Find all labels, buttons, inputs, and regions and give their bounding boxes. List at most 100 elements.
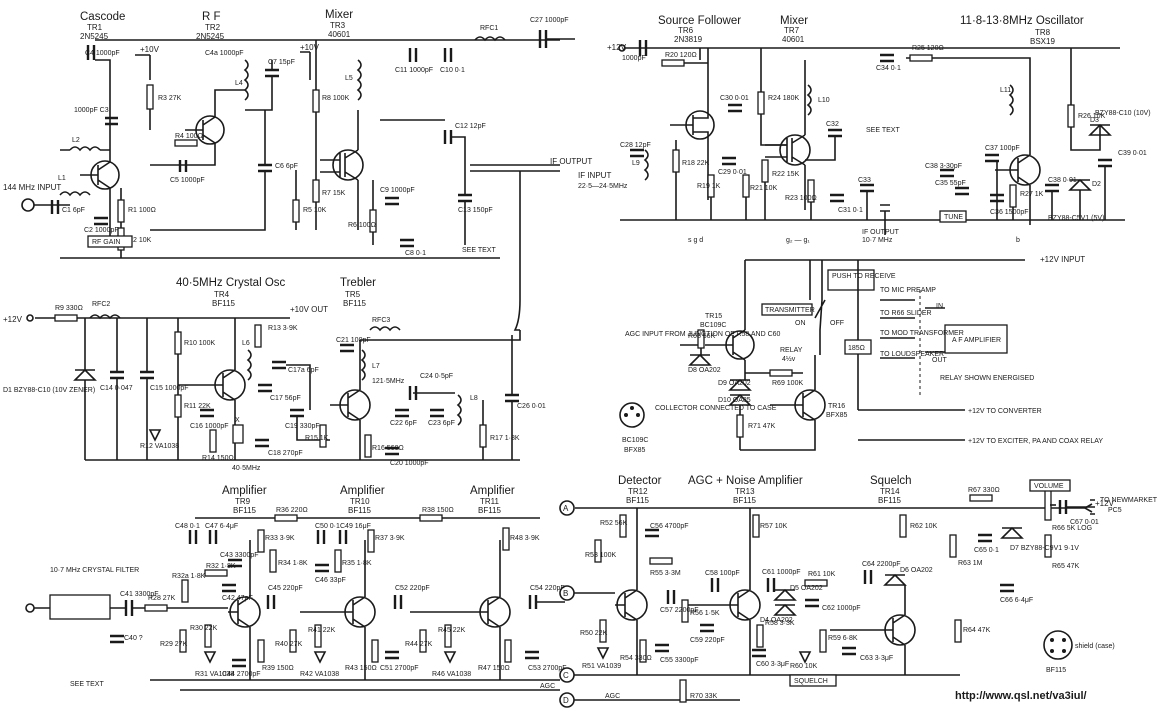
mixer1-title: Mixer (325, 9, 353, 21)
r35-label: R35 1·8K (342, 560, 372, 567)
c21-label: C21 100pF (336, 337, 371, 344)
source-follower-title: Source Follower (658, 15, 741, 27)
oscillator-section: +12V +10V OUT (3, 171, 546, 472)
c65-label: C65 0·1 (974, 547, 999, 554)
d5-diode-icon (773, 588, 797, 601)
tr4-part: BF115 (212, 299, 236, 308)
r28-label: R28 27K (148, 595, 176, 602)
r34-label: R34 1·8K (278, 560, 308, 567)
r57-resistor-icon (752, 514, 760, 538)
c16-capacitor-icon (200, 408, 214, 418)
r17-label: R17 1·8K (490, 435, 520, 442)
af-amp-label: A F AMPLIFIER (952, 337, 1001, 344)
r38-resistor-icon (419, 514, 443, 522)
c60-capacitor-icon (752, 648, 766, 658)
c51-label: C51 2700pF (380, 665, 419, 672)
c17a-label: C17a 6pF (288, 367, 319, 374)
freq-405-label: 40·5MHz (232, 465, 261, 472)
agc-line-label-2: AGC (605, 693, 620, 700)
r22-resistor-icon (761, 159, 769, 183)
c9-capacitor-icon (385, 196, 399, 206)
c31-capacitor-icon (830, 193, 844, 203)
d2-label: BZY88-C5V1 (5V) (1048, 215, 1104, 222)
rfc2-label: RFC2 (92, 301, 110, 308)
r67-resistor-icon (969, 494, 993, 502)
rf-title: R F (202, 11, 221, 23)
c58-label: C58 100pF (705, 570, 740, 577)
r63-label: R63 1M (958, 560, 983, 567)
r15-resistor-icon (319, 424, 327, 448)
c5-label: C5 1000pF (170, 177, 205, 184)
r27-resistor-icon (1009, 184, 1017, 208)
r62-resistor-icon (899, 514, 907, 538)
r51-label: R51 VA1039 (582, 663, 621, 670)
r65-label: R65 47K (1052, 563, 1080, 570)
l11-coil-icon (1008, 84, 1014, 116)
bf115-pinout-icon (1043, 630, 1073, 660)
c41-label: C41 3300pF (120, 591, 159, 598)
c44-label: C44 2700pF (222, 671, 261, 678)
c59-label: C59 220pF (690, 637, 725, 644)
tr10-label: TR10 (350, 497, 370, 506)
c14-capacitor-icon (110, 370, 124, 380)
r39-label: R39 150Ω (262, 665, 294, 672)
r24-label: R24 180K (768, 95, 799, 102)
r30-resistor-icon (204, 624, 212, 648)
c6-capacitor-icon (258, 163, 272, 173)
off-label: OFF (830, 320, 844, 327)
c21-capacitor-icon (340, 343, 354, 353)
r8-label: R8 100K (322, 95, 350, 102)
push-to-receive-box[interactable] (827, 269, 875, 291)
in-label: IN (936, 303, 943, 310)
r6-label: R6 100Ω (348, 222, 376, 229)
node-a-label: A (563, 504, 569, 513)
r65-resistor-icon (1044, 534, 1052, 558)
r58-label: R58 3·3K (765, 620, 795, 627)
c54-label: C54 220pF (530, 585, 565, 592)
r33-label: R33 3·9K (265, 535, 295, 542)
r55-resistor-icon (649, 557, 673, 565)
c24-label: C24 0·5pF (420, 373, 453, 380)
c42-capacitor-icon (222, 583, 236, 593)
r3-resistor-icon (146, 84, 154, 110)
c8-label: C8 0·1 (405, 250, 426, 257)
c31-label: C31 0·1 (838, 207, 863, 214)
relay-section: +12V INPUT PUSH TO RECEIVE TRANSMITTER O… (619, 255, 1103, 454)
if-output2-label: IF OUTPUT (862, 229, 900, 236)
d10-label: D10 OA85 (718, 397, 751, 404)
r41-label: R41 22K (308, 627, 336, 634)
c17-label: C17 56pF (270, 395, 301, 402)
r40-label: R40 27K (275, 641, 303, 648)
trebler-title: Trebler (340, 277, 376, 289)
d3-label: BZY88-C10 (10V) (1095, 110, 1151, 117)
node-c-label: C (563, 671, 569, 680)
c56-label: C56 4700pF (650, 523, 689, 530)
source-url[interactable]: http://www.qsl.net/va3iul/ (955, 690, 1087, 702)
c66-label: C66 6·4μF (1000, 597, 1033, 604)
r18-resistor-icon (672, 149, 680, 173)
node-a-icon (559, 500, 575, 516)
c38b-label: C38 0·01 (1048, 177, 1077, 184)
tr13-label: TR13 (735, 487, 755, 496)
r54-label: R54 330Ω (620, 655, 652, 662)
c53-label: C53 2700pF (528, 665, 567, 672)
plus10v-label-2: +10V (300, 43, 320, 52)
l1-label: L1 (58, 175, 66, 182)
r54-resistor-icon (639, 639, 647, 663)
r44-resistor-icon (419, 629, 427, 653)
c18-capacitor-icon (255, 438, 269, 448)
c64-label: C64 2200pF (862, 561, 901, 568)
c48-label: C48 0·1 (175, 523, 200, 530)
r12-label: R12 VA1038 (140, 443, 179, 450)
agc-title: AGC + Noise Amplifier (688, 475, 803, 487)
r13-resistor-icon (254, 324, 262, 348)
to-mic-label: TO MIC PREAMP (880, 287, 936, 294)
front-end-section: 144 MHz INPUT (3, 17, 592, 259)
c54-capacitor-icon (528, 595, 538, 609)
c63-capacitor-icon (842, 646, 856, 656)
r52-label: R52 56K (600, 520, 628, 527)
mixer2-title: Mixer (780, 15, 808, 27)
r24-resistor-icon (757, 91, 765, 115)
r40-resistor-icon (289, 629, 297, 653)
pc5-label: PC5 (1108, 507, 1122, 514)
